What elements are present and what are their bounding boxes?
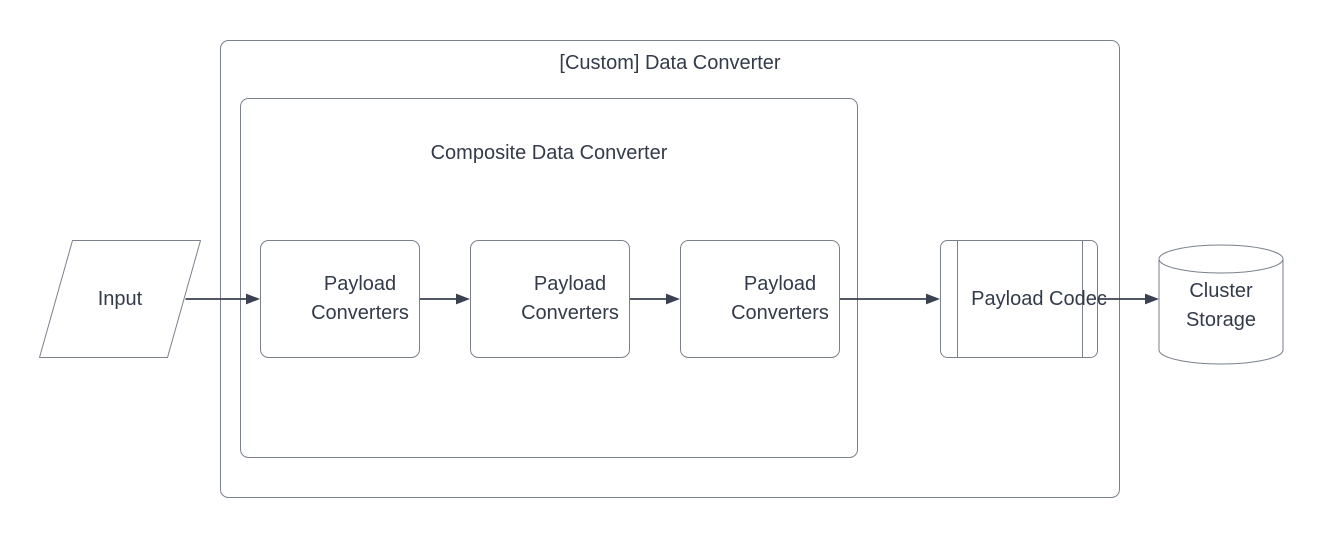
custom-data-converter-group-title: [Custom] Data Converter — [559, 52, 781, 74]
payload-converters-1-label: Payload Converters — [311, 273, 409, 324]
edge-converter2-to-converter3 — [630, 293, 680, 305]
edge-codec-to-storage — [1098, 293, 1159, 305]
payload-converters-2-shape — [470, 240, 630, 358]
input-node-shape — [39, 240, 201, 358]
payload-converters-1-shape — [260, 240, 420, 358]
payload-codec-shape — [940, 240, 1098, 358]
payload-codec-label: Payload Codec — [971, 287, 1107, 310]
payload-converters-3-label: Payload Converters — [731, 273, 829, 324]
payload-converters-3-shape — [680, 240, 840, 358]
input-node-label: Input — [97, 287, 143, 310]
composite-data-converter-group-title: Composite Data Converter — [430, 142, 668, 164]
composite-data-converter-group-box — [240, 98, 858, 458]
payload-converters-2-label: Payload Converters — [521, 273, 619, 324]
edge-input-to-converter1 — [185, 293, 260, 305]
cluster-storage-top — [1158, 244, 1284, 274]
cluster-storage-body — [1158, 259, 1284, 365]
cluster-storage-label: Cluster Storage — [1185, 279, 1257, 331]
edge-converter3-to-codec — [840, 293, 940, 305]
custom-data-converter-group-box — [220, 40, 1120, 498]
edge-converter1-to-converter2 — [420, 293, 470, 305]
